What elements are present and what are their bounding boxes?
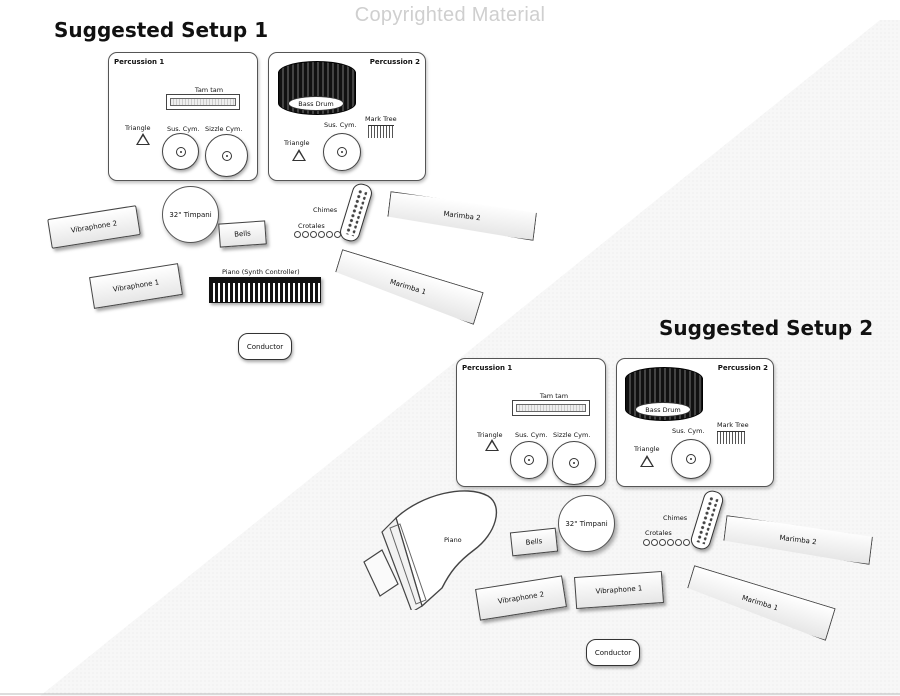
setup1-crotales-icon (294, 231, 341, 238)
sus-cymbal-icon (323, 133, 361, 171)
mark-tree-label: Mark Tree (717, 421, 749, 429)
sus-cym-label: Sus. Cym. (515, 431, 548, 439)
tamtam-icon (512, 400, 590, 416)
percussion2-label: Percussion 2 (717, 364, 768, 372)
percussion2-label: Percussion 2 (369, 58, 420, 66)
setup1-title: Suggested Setup 1 (54, 18, 269, 42)
setup1-timpani: 32" Timpani (162, 186, 219, 243)
sus-cymbal-icon (510, 441, 548, 479)
tamtam-icon (166, 94, 240, 110)
bass-drum-label: Bass Drum (288, 96, 344, 111)
mark-tree-icon (717, 431, 745, 444)
sizzle-cymbal-icon (552, 441, 596, 485)
setup2-bells: Bells (509, 527, 559, 557)
setup1-piano-icon (209, 277, 321, 303)
setup1-percussion1-panel: Percussion 1 Tam tam Triangle Sus. Cym. … (108, 52, 258, 181)
sus-cymbal-icon (162, 133, 199, 170)
watermark: Copyrighted Material (354, 4, 546, 26)
setup2-timpani: 32" Timpani (558, 495, 615, 552)
triangle-icon (485, 439, 499, 451)
sus-cym-label: Sus. Cym. (167, 125, 200, 133)
bass-drum-label: Bass Drum (635, 402, 691, 417)
sizzle-cym-label: Sizzle Cym. (205, 125, 243, 133)
setup2-vibraphone1: Vibraphone 1 (573, 570, 665, 610)
bass-drum-icon: Bass Drum (625, 367, 703, 421)
sus-cym-label: Sus. Cym. (324, 121, 357, 129)
setup2-conductor: Conductor (586, 639, 640, 666)
setup1-percussion2-panel: Percussion 2 Bass Drum Mark Tree Triangl… (268, 52, 426, 181)
sizzle-cym-label: Sizzle Cym. (553, 431, 591, 439)
tamtam-label: Tam tam (194, 86, 224, 94)
setup2-percussion1-panel: Percussion 1 Tam tam Triangle Sus. Cym. … (456, 358, 606, 487)
triangle-icon (292, 149, 306, 161)
setup2-crotales-label: Crotales (645, 529, 672, 537)
triangle-label: Triangle (284, 139, 310, 147)
setup1-crotales-label: Crotales (298, 222, 325, 230)
setup1-piano-label: Piano (Synth Controller) (222, 268, 300, 276)
triangle-label: Triangle (125, 124, 151, 132)
mark-tree-icon (368, 125, 394, 138)
triangle-label: Triangle (634, 445, 660, 453)
setup2-grand-piano-icon (363, 490, 498, 610)
setup2-piano-label: Piano (444, 536, 462, 544)
tamtam-label: Tam tam (539, 392, 569, 400)
setup2-crotales-icon (643, 539, 690, 546)
setup2-percussion2-panel: Percussion 2 Bass Drum Mark Tree Triangl… (616, 358, 774, 487)
mark-tree-label: Mark Tree (365, 115, 397, 123)
setup2-chimes-label: Chimes (663, 514, 688, 522)
setup1-chimes-label: Chimes (313, 206, 338, 214)
sus-cymbal-icon (671, 439, 711, 479)
triangle-icon (136, 133, 150, 145)
percussion1-label: Percussion 1 (462, 364, 513, 372)
bass-drum-icon: Bass Drum (278, 61, 356, 115)
triangle-icon (640, 455, 654, 467)
percussion1-label: Percussion 1 (114, 58, 165, 66)
triangle-label: Triangle (477, 431, 503, 439)
setup1-bells: Bells (218, 220, 267, 248)
sizzle-cymbal-icon (205, 134, 248, 177)
sus-cym-label: Sus. Cym. (672, 427, 705, 435)
setup1-conductor: Conductor (238, 333, 292, 360)
setup2-title: Suggested Setup 2 (659, 316, 874, 340)
